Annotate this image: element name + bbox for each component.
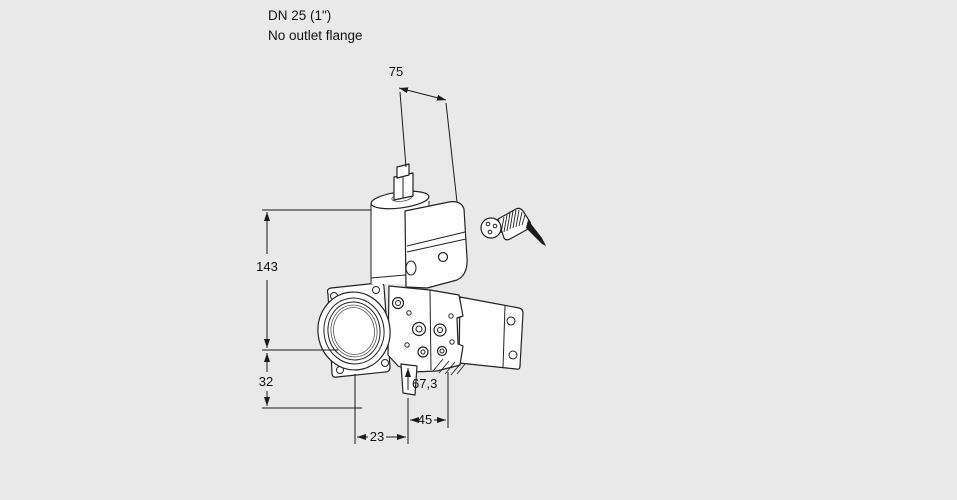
inlet-thread-icon	[330, 304, 378, 358]
indicator-icon	[437, 251, 449, 263]
small-screw-icon	[448, 313, 454, 319]
section-hatching	[432, 358, 466, 376]
dimension-height-lower: 32	[259, 353, 273, 406]
body-screws	[391, 296, 455, 358]
plug-pin-icon	[492, 223, 498, 229]
top-cap	[393, 163, 414, 201]
dimension-bottom-right: 45	[410, 412, 446, 427]
screw-icon	[411, 321, 427, 337]
variant-label: No outlet flange	[268, 28, 363, 43]
screw-center-icon	[439, 348, 445, 354]
dimension-center-offset-label: 67,3	[412, 376, 437, 391]
actuator-housing	[404, 201, 468, 289]
housing-seam-1	[406, 231, 466, 247]
small-screw-icon	[449, 339, 455, 345]
plug-hatching	[500, 209, 526, 234]
screw-center-icon	[415, 325, 423, 333]
dimension-bottom-left: 23	[357, 429, 406, 444]
dimension-height-upper-label: 143	[256, 259, 278, 274]
housing-seam-2	[406, 238, 467, 253]
dimension-height-upper: 143	[256, 212, 278, 348]
valve-body-seam	[429, 289, 432, 371]
small-screw-icon	[404, 342, 410, 348]
outlet-plate	[458, 296, 524, 370]
flange-bolt-icon	[372, 286, 380, 294]
screw-center-icon	[395, 300, 401, 306]
inlet-port-ring	[323, 297, 385, 365]
plug-cable-tip	[526, 220, 546, 246]
outlet-bolt-icon	[506, 316, 516, 326]
outlet-bolt-icon	[508, 350, 518, 360]
plug-pin-icon	[487, 229, 493, 235]
dimension-annotations: 75 143 32 23	[256, 64, 458, 444]
screw-icon	[433, 323, 447, 337]
screw-center-icon	[437, 327, 443, 333]
dimension-center-offset: 67,3	[405, 368, 437, 391]
dimension-bottom-left-label: 23	[370, 429, 384, 444]
top-cap-upper	[396, 163, 410, 179]
dimension-bottom-right-label: 45	[418, 412, 432, 427]
connector-plug	[480, 207, 546, 246]
dimension-width-top: 75	[389, 64, 447, 101]
outlet-plate-outline	[458, 296, 524, 370]
actuator-housing-outline	[404, 201, 468, 289]
screw-icon	[436, 345, 448, 357]
extension-lines	[262, 91, 458, 444]
flange-bolt-icon	[381, 359, 389, 367]
inlet-thread-outer	[327, 301, 381, 361]
screw-icon	[391, 296, 405, 310]
dimension-width-top-label: 75	[389, 64, 403, 79]
small-screw-icon	[406, 310, 412, 316]
size-label: DN 25 (1")	[268, 8, 332, 23]
dimension-height-lower-label: 32	[259, 374, 273, 389]
outlet-plate-seam	[502, 305, 506, 369]
housing-port	[405, 260, 417, 276]
inlet-thread-icon	[333, 307, 375, 355]
screw-icon	[417, 346, 429, 358]
plug-pin-icon	[485, 221, 491, 227]
plug-face	[480, 217, 502, 239]
title-block: DN 25 (1") No outlet flange	[268, 6, 363, 46]
screw-center-icon	[420, 349, 426, 355]
valve-drawing	[317, 163, 524, 396]
